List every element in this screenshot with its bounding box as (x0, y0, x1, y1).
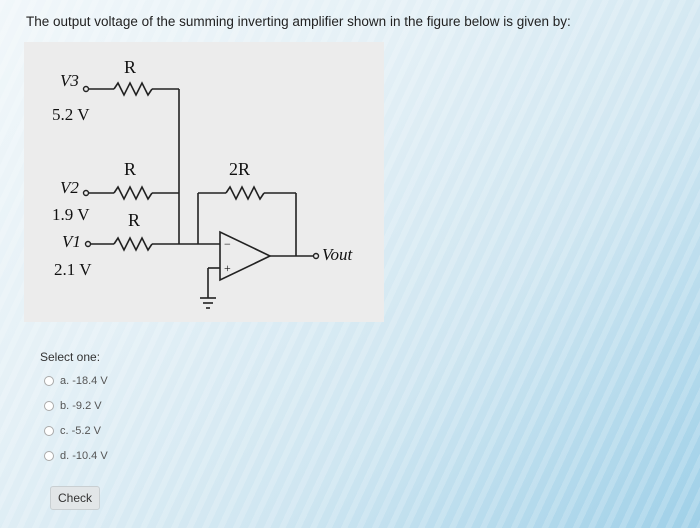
label-vout: Vout (322, 245, 354, 264)
answer-option-b[interactable]: b. -9.2 V (44, 397, 102, 415)
resistor-r3-zigzag (113, 81, 153, 97)
radio-button[interactable] (44, 426, 54, 436)
terminal-v3 (82, 85, 90, 93)
label-v2: V2 (60, 178, 79, 197)
value-v3: 5.2 V (52, 105, 90, 124)
resistor-2r-zigzag (225, 185, 265, 201)
value-v2: 1.9 V (52, 205, 90, 224)
circuit-figure: R R R 2R V3 V2 V1 5.2 V 1.9 V 2.1 V Vout… (24, 42, 384, 322)
answer-option-label: c. -5.2 V (60, 425, 101, 437)
terminal-vout (312, 252, 320, 260)
answer-option-label: b. -9.2 V (60, 400, 102, 412)
value-v1: 2.1 V (54, 260, 92, 279)
radio-button[interactable] (44, 451, 54, 461)
terminal-v2 (82, 189, 90, 197)
label-v3: V3 (60, 71, 79, 90)
answer-option-d[interactable]: d. -10.4 V (44, 447, 108, 465)
circuit-diagram: R R R 2R V3 V2 V1 5.2 V 1.9 V 2.1 V Vout… (52, 57, 354, 309)
label-r2: R (124, 159, 136, 179)
answer-option-c[interactable]: c. -5.2 V (44, 422, 101, 440)
opamp-plus-sign: + (224, 261, 231, 275)
label-r1: R (128, 210, 140, 230)
label-r3: R (124, 57, 136, 77)
resistor-r2-zigzag (113, 185, 153, 201)
radio-button[interactable] (44, 376, 54, 386)
label-v1: V1 (62, 232, 81, 251)
answer-option-label: d. -10.4 V (60, 450, 108, 462)
answer-option-label: a. -18.4 V (60, 375, 108, 387)
question-text: The output voltage of the summing invert… (26, 14, 571, 29)
opamp-triangle (219, 230, 272, 282)
terminal-v1 (84, 240, 92, 248)
radio-button[interactable] (44, 401, 54, 411)
label-2r: 2R (229, 159, 250, 179)
select-one-label: Select one: (40, 350, 101, 364)
answer-option-a[interactable]: a. -18.4 V (44, 372, 108, 390)
opamp-minus-sign: − (224, 237, 231, 251)
check-button[interactable]: Check (50, 486, 100, 510)
resistor-r1-zigzag (113, 236, 153, 252)
